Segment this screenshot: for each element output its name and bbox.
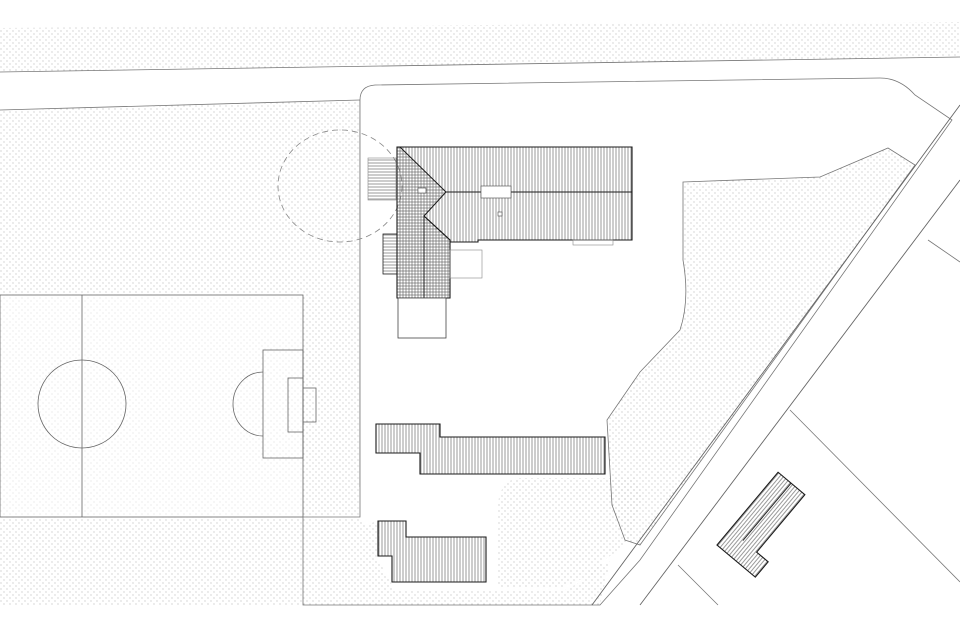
terrace [367, 157, 397, 201]
diagonal-road-edge-1 [591, 104, 960, 606]
right-lawn [606, 147, 916, 546]
bay [382, 233, 398, 275]
parcel-line [927, 239, 960, 263]
main-building-roof [367, 146, 633, 339]
road-edge-top [0, 56, 960, 73]
building-3-roof [377, 520, 487, 583]
soccer-pitch [0, 294, 317, 518]
annex [397, 297, 447, 339]
parcel-line [677, 564, 719, 606]
parcel-line [789, 409, 960, 583]
building-2-roof [375, 423, 606, 475]
lower-landscape [303, 487, 610, 605]
diagonal-road-edge-2 [639, 179, 960, 606]
building-4-roof [716, 471, 806, 578]
top-landscape-strip [0, 22, 960, 72]
lawn-bottom [498, 478, 642, 588]
skylight [480, 185, 512, 199]
